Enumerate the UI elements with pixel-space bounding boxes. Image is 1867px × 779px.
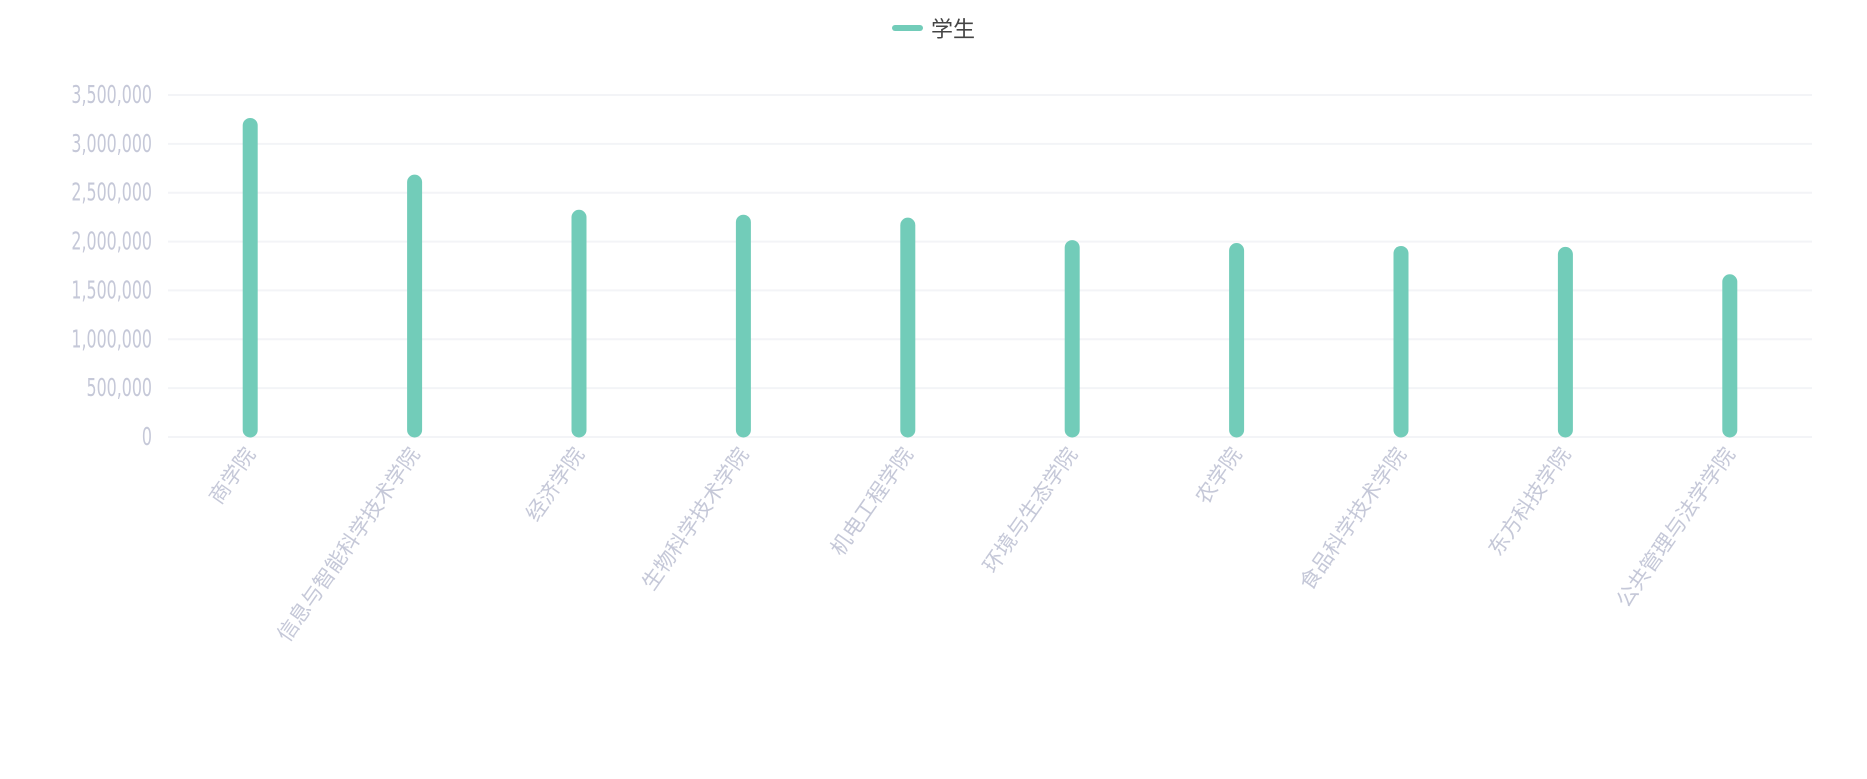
x-tick-label: 食品科学技术学院 xyxy=(1295,443,1411,594)
x-tick-label: 信息与智能科学技术学院 xyxy=(273,443,425,646)
y-tick-label: 3,000,000 xyxy=(71,128,152,158)
y-tick-label: 1,000,000 xyxy=(71,323,152,353)
legend-swatch xyxy=(892,25,923,31)
x-tick-label: 商学院 xyxy=(205,443,261,508)
x-tick-label: 农学院 xyxy=(1191,443,1247,508)
y-tick-label: 500,000 xyxy=(87,372,152,402)
x-tick-label: 环境与生态学院 xyxy=(978,443,1082,577)
x-tick-label: 东方科技学院 xyxy=(1484,443,1576,560)
y-tick-label: 3,500,000 xyxy=(71,79,152,109)
legend-label: 学生 xyxy=(931,18,976,43)
legend[interactable]: 学生 xyxy=(892,12,975,44)
x-tick-label: 经济学院 xyxy=(521,443,589,526)
x-tick-label: 生物科学技术学院 xyxy=(637,443,753,594)
x-tick-label: 机电工程学院 xyxy=(826,443,918,560)
y-tick-label: 2,000,000 xyxy=(71,226,152,256)
y-tick-label: 0 xyxy=(142,421,152,451)
y-tick-label: 2,500,000 xyxy=(71,177,152,207)
x-tick-label: 公共管理与法学学院 xyxy=(1612,443,1740,612)
y-tick-label: 1,500,000 xyxy=(71,274,152,304)
